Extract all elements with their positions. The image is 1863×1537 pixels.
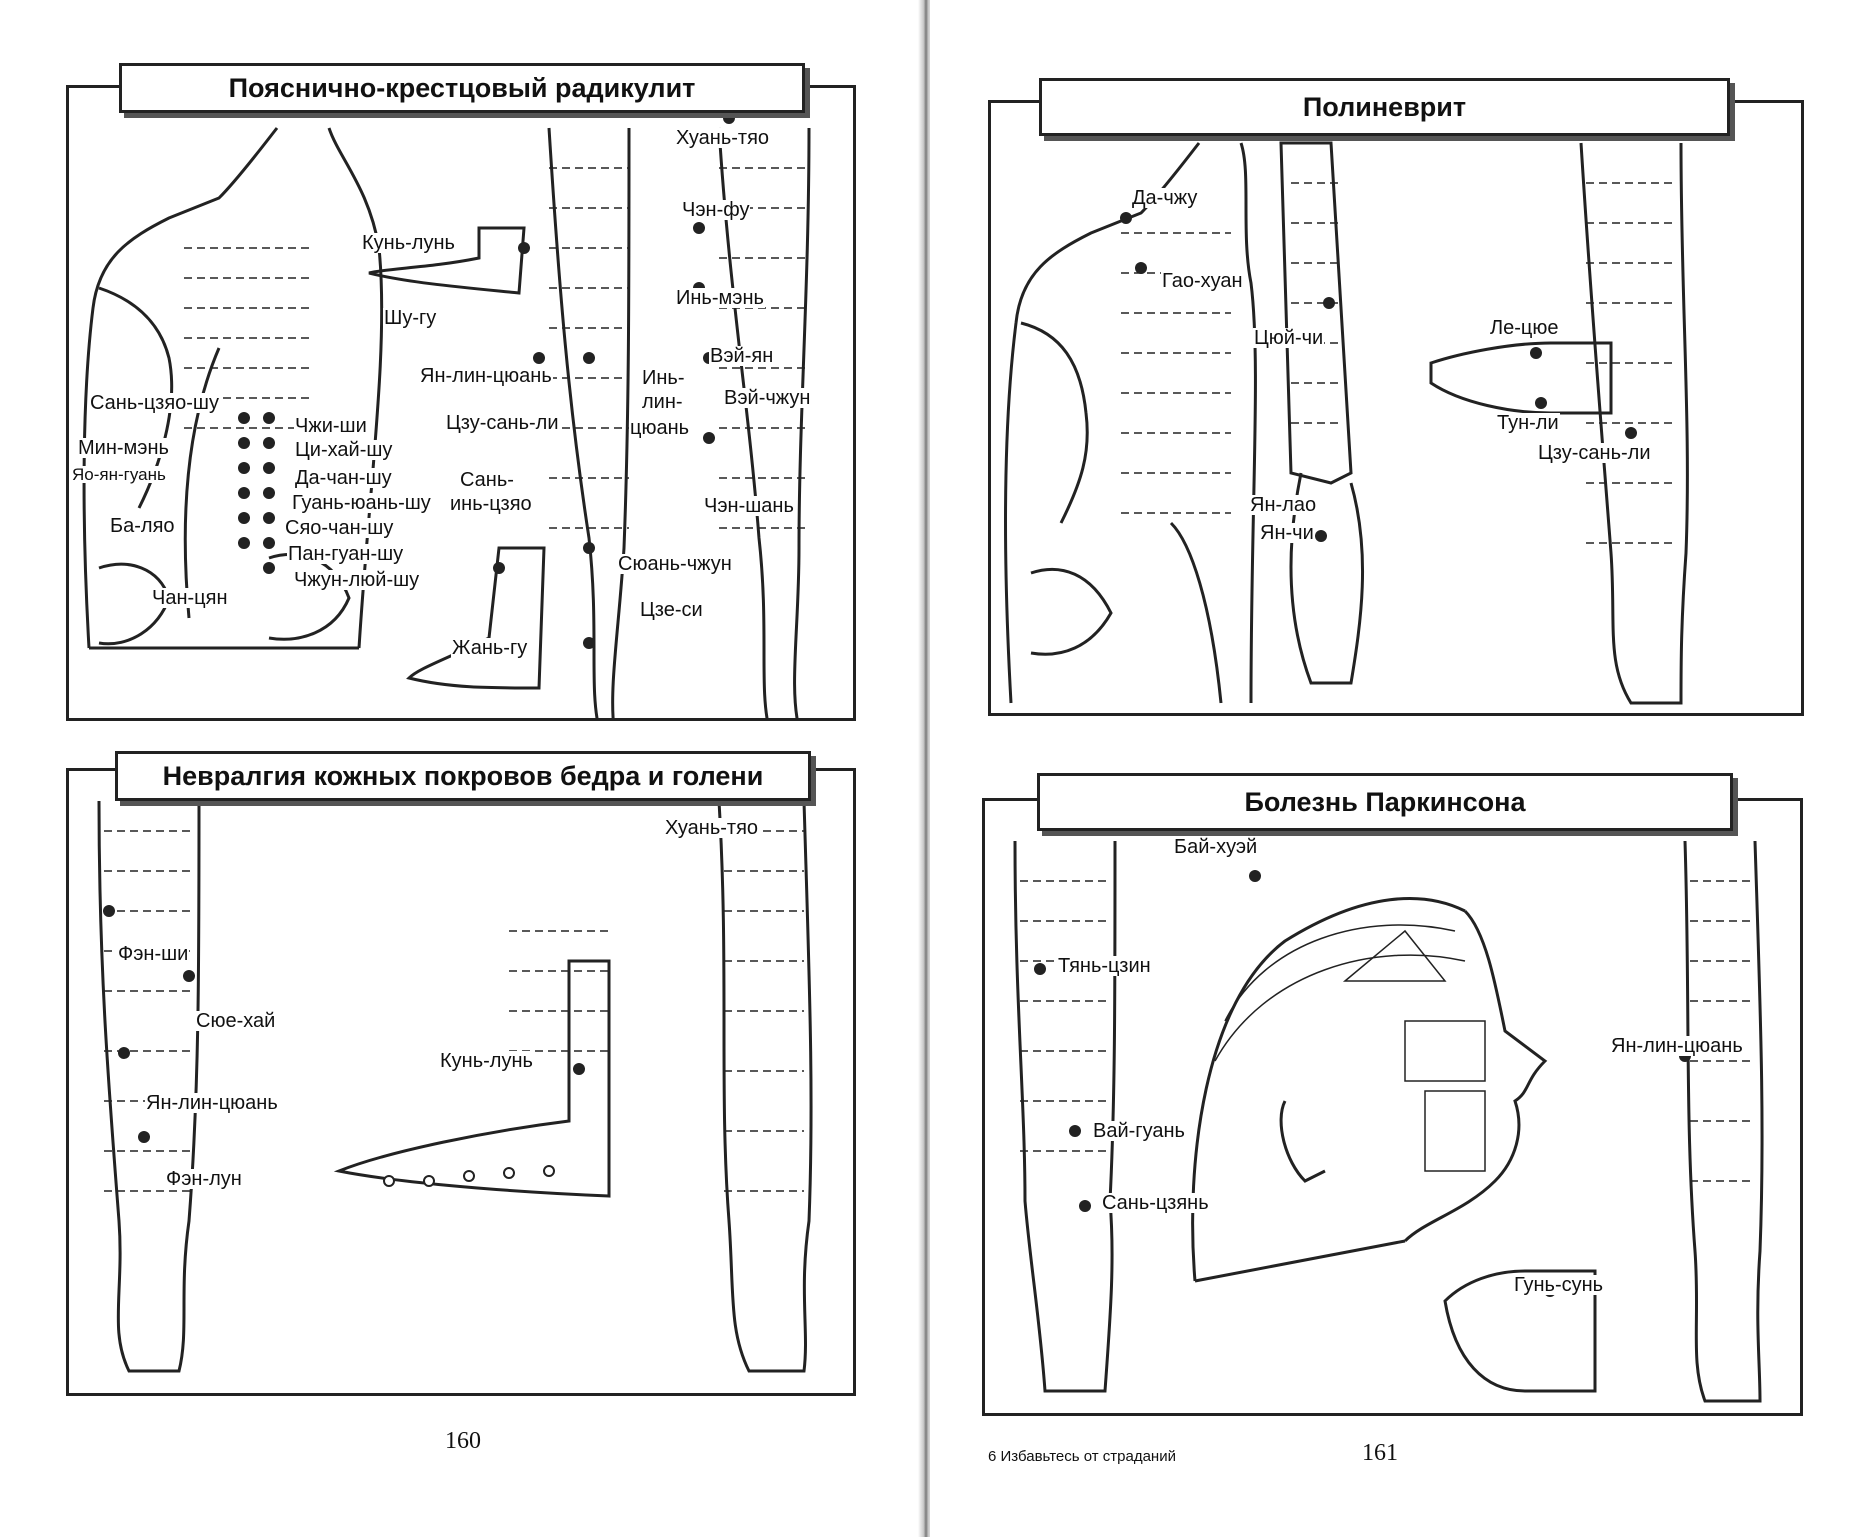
panel-neuralgia-title-text: Невралгия кожных покровов бедра и голени xyxy=(162,761,764,791)
point-tun-li: Тун-ли xyxy=(1496,412,1560,434)
point-da-chan-shu: Да-чан-шу xyxy=(294,467,393,489)
panel-polyneuritis-title: Полиневрит xyxy=(1039,78,1730,136)
point-bai-huey: Бай-хуэй xyxy=(1173,836,1259,858)
panel-parkinson-title: Болезнь Паркинсона xyxy=(1037,773,1733,831)
point-chzhun-lyuy-shu: Чжун-люй-шу xyxy=(293,569,421,591)
point-in-lin-quan-1: Инь- xyxy=(641,367,686,389)
point-ba-lyao: Ба-ляо xyxy=(109,515,176,537)
panel-radiculitis-title-text: Пояснично-крестцовый радикулит xyxy=(228,73,696,103)
neuralgia-illustration xyxy=(97,790,813,1373)
point-tszu-san-li: Цзу-сань-ли xyxy=(445,412,560,434)
point-pan-guan-shu: Пан-гуан-шу xyxy=(287,543,405,565)
point-gun-sun: Гунь-сунь xyxy=(1513,1274,1605,1296)
panel-polyneuritis-title-text: Полиневрит xyxy=(1302,92,1467,122)
point-guan-yuan-shu: Гуань-юань-шу xyxy=(291,492,432,514)
point-in-men: Инь-мэнь xyxy=(675,287,765,309)
point-vai-guan: Вай-гуань xyxy=(1092,1120,1186,1142)
point-min-men: Мин-мэнь xyxy=(77,437,170,459)
point-shu-gu: Шу-гу xyxy=(383,307,438,329)
footer-text: 6 Избавьтесь от страданий xyxy=(988,1448,1176,1465)
point-chzhi-shi: Чжи-ши xyxy=(294,415,368,437)
point-san-tszyan: Сань-цзянь xyxy=(1101,1192,1210,1214)
point-gao-huan: Гао-хуан xyxy=(1161,270,1244,292)
point-fen-shi: Фэн-ши xyxy=(117,943,190,965)
page-number-right: 161 xyxy=(1362,1440,1398,1466)
point-da-chzhu: Да-чжу xyxy=(1131,187,1199,209)
parkinson-illustration xyxy=(1013,840,1764,1403)
point-syuan-chzhun: Сюань-чжун xyxy=(617,553,733,575)
point-in-lin-quan-3: цюань xyxy=(629,417,691,439)
right-page: Полиневрит Да-чжу Гао-хуан Ле-цюе Цюй-чи… xyxy=(930,0,1863,1537)
point-tszu-san-li-2: Цзу-сань-ли xyxy=(1537,442,1652,464)
point-yan-lin-quan-2: Ян-лин-цюань xyxy=(145,1092,279,1114)
point-yan-lin-quan-3: Ян-лин-цюань xyxy=(1610,1035,1744,1057)
point-huan-tyao-2: Хуань-тяо xyxy=(664,817,760,839)
polyneuritis-illustration xyxy=(1004,141,1689,705)
panel-neuralgia-title: Невралгия кожных покровов бедра и голени xyxy=(115,751,811,801)
point-kun-lun: Кунь-лунь xyxy=(361,232,456,254)
point-yan-chi: Ян-чи xyxy=(1259,522,1315,544)
point-tsyuy-chi: Цюй-чи xyxy=(1253,327,1325,349)
point-zhan-gu: Жань-гу xyxy=(451,637,529,659)
panel-neuralgia: Невралгия кожных покровов бедра и голени… xyxy=(66,751,856,1396)
point-yao-yan-guan: Яо-ян-гуань xyxy=(71,465,167,484)
panel-parkinson: Болезнь Паркинсона Бай-хуэй Тянь-цзин Ян… xyxy=(982,773,1803,1416)
point-syao-chan-shu: Сяо-чан-шу xyxy=(284,517,395,539)
point-yan-lin-quan: Ян-лин-цюань xyxy=(419,365,553,387)
point-huan-tyao: Хуань-тяо xyxy=(675,127,771,149)
point-vey-yan: Вэй-ян xyxy=(709,345,775,367)
point-vey-chzhun: Вэй-чжун xyxy=(723,387,812,409)
point-chen-fu: Чэн-фу xyxy=(681,199,751,221)
left-page: Пояснично-крестцовый радикулит Хуань-тяо… xyxy=(0,0,920,1537)
point-yan-lao: Ян-лао xyxy=(1249,494,1318,516)
point-syue-hai: Сюе-хай xyxy=(195,1010,277,1032)
point-fen-lun: Фэн-лун xyxy=(165,1168,243,1190)
point-san-jiao-shu: Сань-цзяо-шу xyxy=(89,392,220,414)
point-san-yin-jiao-2: инь-цзяо xyxy=(449,493,533,515)
point-tsze-si: Цзе-си xyxy=(639,599,704,621)
page-number-left: 160 xyxy=(445,1428,481,1454)
point-chen-shan: Чэн-шань xyxy=(703,495,795,517)
panel-radiculitis-title: Пояснично-крестцовый радикулит xyxy=(119,63,805,113)
point-chan-tsyan: Чан-цян xyxy=(151,587,229,609)
point-kun-lun-2: Кунь-лунь xyxy=(439,1050,534,1072)
point-san-yin-jiao-1: Сань- xyxy=(459,469,515,491)
point-in-lin-quan-2: лин- xyxy=(641,391,684,413)
point-qi-hai-shu: Ци-хай-шу xyxy=(294,439,394,461)
panel-radiculitis: Пояснично-крестцовый радикулит Хуань-тяо… xyxy=(66,63,856,721)
panel-parkinson-title-text: Болезнь Паркинсона xyxy=(1244,787,1526,817)
point-tyan-tszin: Тянь-цзин xyxy=(1057,955,1152,977)
point-le-que: Ле-цюе xyxy=(1489,317,1560,339)
radiculitis-illustration xyxy=(82,112,811,718)
panel-polyneuritis: Полиневрит Да-чжу Гао-хуан Ле-цюе Цюй-чи… xyxy=(988,78,1804,716)
